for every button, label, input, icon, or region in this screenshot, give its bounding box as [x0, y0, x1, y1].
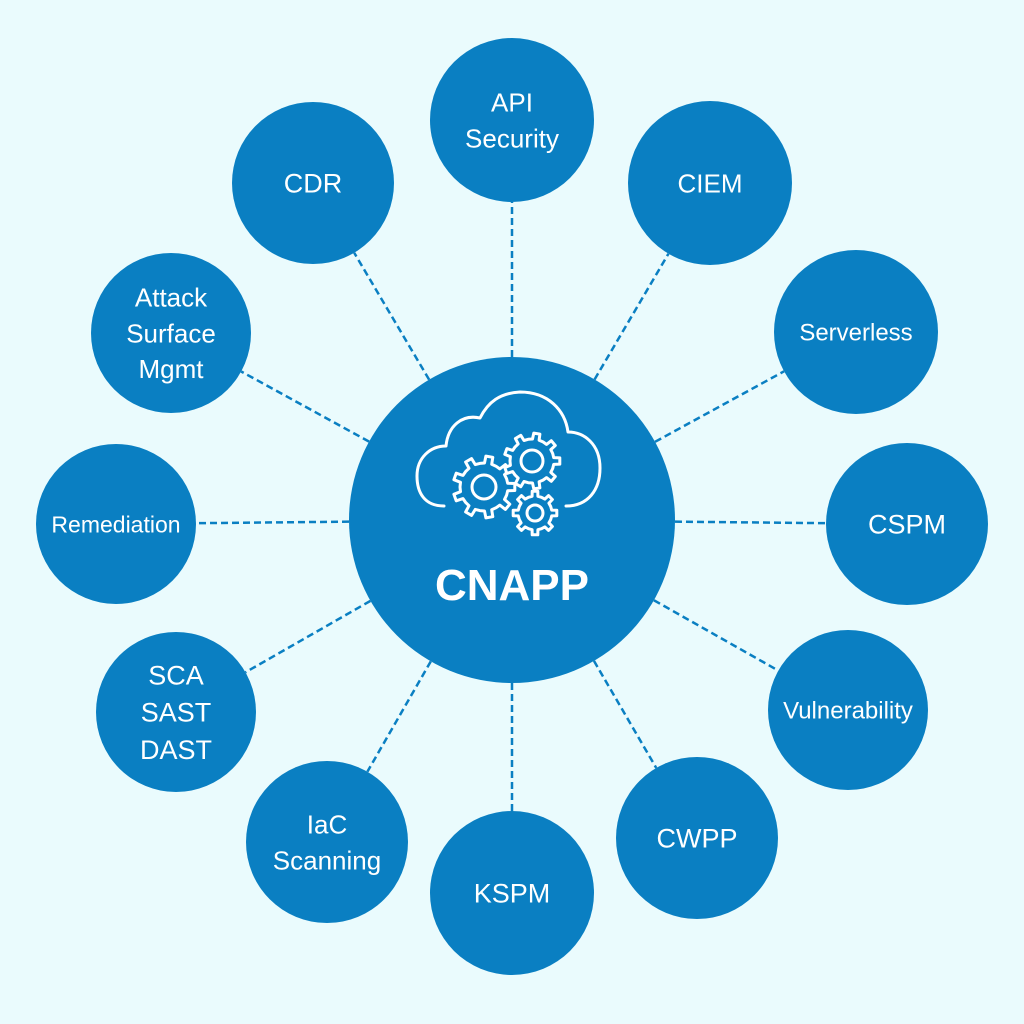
connector-serverless	[654, 370, 785, 443]
node-label: Attack	[135, 282, 208, 312]
node-kspm: KSPM	[430, 811, 594, 975]
connector-cspm	[674, 520, 827, 525]
node-cspm: CSPM	[826, 443, 988, 605]
connector-cwpp	[592, 660, 658, 769]
node-serverless: Serverless	[774, 250, 938, 414]
connector-vulnerability	[653, 599, 779, 672]
node-circle	[628, 101, 792, 265]
connector-iac-scanning	[366, 660, 432, 773]
node-label: SCA	[148, 660, 204, 690]
node-cdr: CDR	[232, 102, 394, 264]
gear-outline	[452, 454, 517, 520]
node-label: Scanning	[273, 845, 381, 875]
connector-remediation	[195, 520, 350, 525]
gear-hub	[470, 473, 498, 501]
connector-attack-surface-mgmt	[240, 370, 370, 443]
node-label: Serverless	[799, 320, 912, 347]
node-circle	[774, 250, 938, 414]
gear-icon	[503, 431, 562, 491]
node-label: Surface	[126, 318, 216, 348]
node-label: CSPM	[868, 510, 946, 540]
connector-sca-sast-dast	[244, 599, 372, 674]
node-label: Mgmt	[139, 354, 205, 384]
node-label: CIEM	[678, 168, 743, 198]
gear-hub	[519, 448, 545, 474]
connector-cdr	[353, 252, 431, 381]
cloud-gears-icon	[415, 390, 602, 537]
cloud-outline	[415, 390, 602, 508]
gear-hub	[525, 503, 545, 523]
node-circle	[246, 761, 408, 923]
node-iac-scanning: IaC Scanning	[246, 761, 408, 923]
node-circle	[616, 757, 778, 919]
node-label: API	[491, 87, 533, 117]
connectors	[195, 202, 827, 811]
node-label: KSPM	[474, 879, 551, 909]
gear-icon	[452, 454, 517, 520]
node-circle	[36, 444, 196, 604]
node-circle	[232, 102, 394, 264]
node-sca-sast-dast: SCA SAST DAST	[96, 632, 256, 792]
node-label: CWPP	[657, 824, 738, 854]
node-circle	[91, 253, 251, 413]
node-vulnerability: Vulnerability	[768, 630, 928, 790]
gear-outline	[511, 489, 559, 537]
node-circle	[96, 632, 256, 792]
center-node: CNAPP	[349, 357, 675, 683]
gear-outline	[503, 431, 562, 491]
node-ciem: CIEM	[628, 101, 792, 265]
node-circle	[430, 811, 594, 975]
gear-icon	[511, 489, 559, 537]
node-label: DAST	[140, 735, 212, 765]
node-label: CDR	[284, 169, 343, 199]
connector-ciem	[593, 253, 670, 381]
node-remediation: Remediation	[36, 444, 196, 604]
center-circle	[349, 357, 675, 683]
node-label: Remediation	[51, 511, 180, 537]
center-label: CNAPP	[435, 561, 589, 610]
node-api-security: API Security	[430, 38, 594, 202]
node-label: IaC	[307, 809, 347, 839]
node-circle	[768, 630, 928, 790]
node-circle	[430, 38, 594, 202]
node-cwpp: CWPP	[616, 757, 778, 919]
node-label: Security	[465, 123, 559, 153]
node-label: Vulnerability	[783, 698, 913, 725]
node-circle	[826, 443, 988, 605]
node-label: SAST	[141, 698, 212, 728]
